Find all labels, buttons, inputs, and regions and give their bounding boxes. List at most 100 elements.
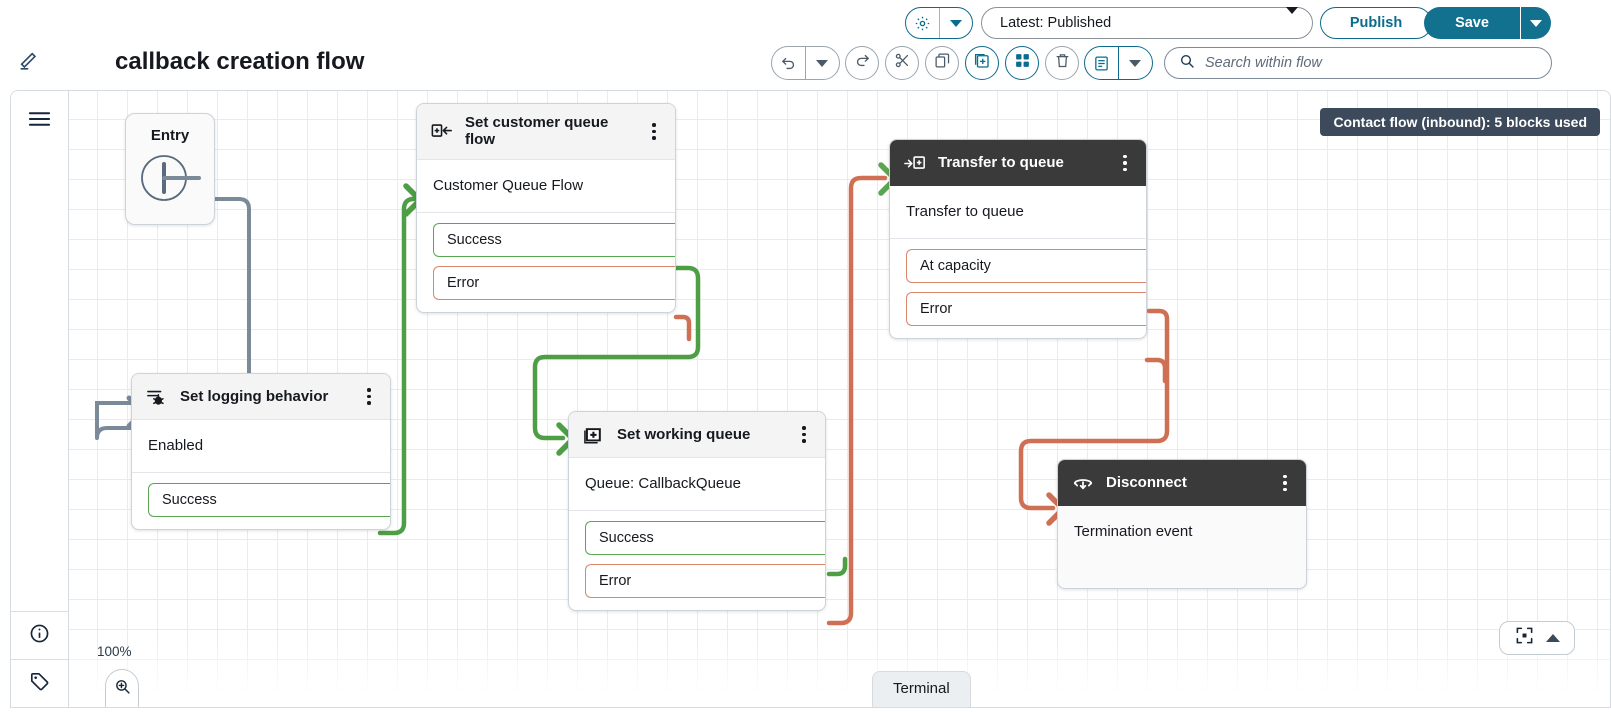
node-menu-button[interactable] [795, 426, 813, 443]
divider [417, 211, 675, 213]
gear-icon [906, 15, 939, 32]
set-logging-behavior-icon [146, 387, 168, 407]
top-action-bar: Latest: Published Publish Save [0, 0, 1611, 46]
port-success[interactable]: Success [585, 521, 825, 555]
node-header[interactable]: Disconnect [1058, 460, 1306, 506]
collapse-panel-button[interactable] [1545, 634, 1560, 642]
version-select-value: Latest: Published [1000, 15, 1112, 31]
chevron-down-icon[interactable] [1119, 47, 1152, 79]
node-set-customer-queue-flow[interactable]: Set customer queue flow Customer Queue F… [416, 103, 676, 313]
rail-spacer [11, 151, 68, 611]
canvas-view-controls [1499, 621, 1575, 655]
terminal-panel-tab[interactable]: Terminal [872, 671, 971, 707]
paste-button[interactable] [965, 46, 999, 80]
node-header[interactable]: Set logging behavior [132, 374, 390, 420]
set-working-queue-icon [583, 425, 605, 445]
node-body: Enabled [148, 437, 204, 454]
blocks-used-badge: Contact flow (inbound): 5 blocks used [1320, 108, 1600, 136]
save-button[interactable]: Save [1424, 7, 1520, 39]
redacted-region [47, 46, 115, 82]
divider [1118, 47, 1119, 79]
entry-port[interactable] [126, 144, 214, 204]
node-menu-button[interactable] [1116, 154, 1134, 172]
hamburger-icon [28, 110, 51, 133]
node-header[interactable]: Set customer queue flow [417, 104, 675, 160]
zoom-in-icon [114, 678, 131, 700]
copy-button[interactable] [925, 46, 959, 80]
node-ports: Success Error [417, 213, 675, 312]
set-customer-queue-flow-icon [431, 122, 453, 141]
save-dropdown-button[interactable] [1521, 7, 1551, 39]
node-title: Disconnect [1106, 474, 1187, 492]
node-menu-button[interactable] [1276, 474, 1294, 492]
canvas-menu-button[interactable] [11, 91, 68, 151]
cut-button[interactable] [885, 46, 919, 80]
paste-icon [973, 52, 991, 75]
caret-up-icon [1545, 634, 1560, 642]
note-icon[interactable] [1085, 47, 1118, 79]
flow-tags-button[interactable] [11, 659, 68, 707]
divider [132, 472, 390, 473]
search-icon [1179, 53, 1195, 74]
chevron-down-icon[interactable] [806, 47, 839, 79]
chevron-down-icon [940, 19, 973, 27]
redo-icon [854, 52, 871, 74]
pencil-icon[interactable] [18, 50, 40, 72]
settings-dropdown-button[interactable] [905, 7, 973, 39]
node-menu-button[interactable] [645, 123, 663, 140]
port-success[interactable]: Success [148, 483, 390, 517]
node-transfer-to-queue[interactable]: Transfer to queue Transfer to queue At c… [889, 139, 1147, 339]
tag-icon [29, 671, 50, 697]
page-title: callback creation flow [115, 48, 365, 75]
disconnect-icon [1072, 474, 1094, 492]
zoom-in-button[interactable] [106, 670, 138, 707]
port-error[interactable]: Error [585, 564, 825, 598]
fit-to-screen-button[interactable] [1515, 626, 1534, 650]
grid-icon [1014, 52, 1031, 74]
node-header[interactable]: Set working queue [569, 412, 825, 458]
undo-icon[interactable] [772, 47, 805, 79]
zoom-level-label: 100% [97, 644, 132, 659]
zoom-controls [105, 669, 139, 707]
port-error[interactable]: Error [906, 292, 1146, 326]
transfer-to-queue-icon [904, 154, 926, 173]
chevron-down-icon [1286, 7, 1298, 32]
node-disconnect[interactable]: Disconnect Termination event [1057, 459, 1307, 589]
port-success[interactable]: Success [433, 222, 675, 257]
fit-to-screen-icon [1515, 626, 1534, 650]
flow-canvas[interactable]: Contact flow (inbound): 5 blocks used En… [10, 90, 1611, 708]
divider [890, 238, 1146, 239]
arrange-button[interactable] [1005, 46, 1039, 80]
trash-icon [1054, 52, 1071, 74]
node-title: Set working queue [617, 425, 751, 443]
notes-group[interactable] [1084, 46, 1153, 80]
node-body: Queue: CallbackQueue [585, 475, 741, 492]
node-header[interactable]: Transfer to queue [890, 140, 1146, 186]
publish-button[interactable]: Publish [1320, 7, 1432, 39]
flow-info-button[interactable] [11, 611, 68, 659]
node-title: Set logging behavior [180, 387, 329, 405]
copy-icon [934, 52, 951, 74]
version-select[interactable]: Latest: Published [981, 7, 1313, 39]
undo-group[interactable] [771, 46, 840, 80]
node-body: Termination event [1074, 523, 1193, 540]
divider [938, 8, 940, 38]
port-at-capacity[interactable]: At capacity [906, 249, 1146, 283]
node-title: Transfer to queue [938, 154, 1064, 172]
canvas-left-rail [11, 91, 69, 707]
entry-node[interactable]: Entry [125, 113, 215, 225]
entry-label: Entry [150, 127, 190, 144]
info-icon [29, 623, 50, 649]
node-body: Transfer to queue [906, 203, 1024, 220]
divider [805, 47, 806, 79]
node-set-working-queue[interactable]: Set working queue Queue: CallbackQueue S… [568, 411, 826, 611]
port-error[interactable]: Error [433, 265, 675, 300]
delete-button[interactable] [1045, 46, 1079, 80]
scissors-icon [894, 52, 911, 74]
node-title: Set customer queue flow [465, 114, 609, 149]
search-input[interactable]: Search within flow [1164, 47, 1552, 79]
node-menu-button[interactable] [360, 388, 378, 405]
node-set-logging-behavior[interactable]: Set logging behavior Enabled Success [131, 373, 391, 530]
redo-button[interactable] [845, 46, 879, 80]
node-body: Customer Queue Flow [433, 176, 584, 194]
